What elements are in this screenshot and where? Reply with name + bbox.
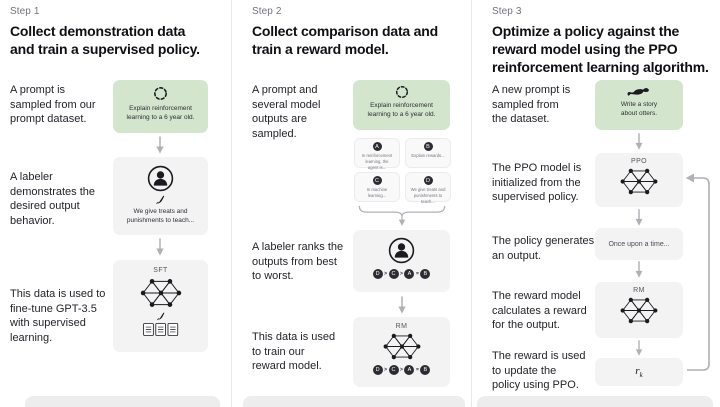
rm-title: RM [395,323,408,330]
step1-labeler-text: A labeler demonstrates the desired outpu… [10,171,95,228]
step2-heading: Collect comparison data and train a rewa… [252,23,438,58]
next-section-card-top [477,396,713,407]
output-letter-badge: D [423,176,433,185]
step2-rank-text: A labeler ranks the outputs from best to… [252,241,344,283]
brace-down-icon [352,205,452,229]
ranking-row: D > C > A = B [372,269,431,279]
sample-icon [153,86,168,101]
step3-reward-text: The reward model calculates a reward for… [492,290,587,332]
output-card-text: We give treats and punishments to teach.… [410,186,446,204]
down-arrow-icon [634,261,644,279]
output-letter-badge: B [423,142,433,151]
rm-title: RM [633,287,645,294]
next-section-card-top [243,396,465,407]
column-divider [231,0,232,407]
step1-sft-card: SFT [113,260,208,352]
step3-output-text: The policy generates an output. [492,235,595,262]
labeler-icon [388,237,415,264]
output-card-b: B Explain rewards... [405,138,451,168]
step1-prompt-text: A prompt is sampled from our prompt data… [10,84,96,126]
step1-labeler-card: We give treats and punishments to teach.… [113,157,208,235]
rank-circle: B [420,365,431,375]
step3-output-card: Once upon a time... [595,228,683,260]
output-card-d: D We give treats and punishments to teac… [405,172,451,204]
step3-output-card-text: Once upon a time... [608,240,670,248]
ranking-row: D > C > A = B [372,365,431,375]
down-arrow-icon [634,133,644,151]
rank-circle: D [372,365,383,375]
step2-train-text: This data is used to train our reward mo… [252,331,336,373]
documents-icon [143,323,179,336]
step3-prompt-text: A new prompt is sampled from the dataset… [492,84,571,126]
neural-net-icon [139,276,183,310]
pen-icon [155,194,166,205]
next-section-card-top [25,396,220,407]
rank-circle: C [388,269,399,279]
step3-reward-value-card: rk [595,358,683,386]
rank-separator: = [415,367,419,373]
step3-ppo-card: PPO [595,153,683,207]
otter-icon [627,86,651,98]
rank-separator: = [415,271,419,277]
output-card-a: A In reinforcement learning, the agent i… [354,138,400,170]
loop-arrow-icon [681,168,715,380]
down-arrow-icon [634,209,644,227]
rank-circle: D [372,269,383,279]
reward-variable: rk [635,364,643,380]
sample-icon [395,85,409,99]
step3-prompt-card: Write a story about otters. [595,80,683,130]
step3-rm-card: RM [595,282,683,338]
rank-separator: > [400,271,403,277]
down-arrow-icon [155,238,165,257]
rank-separator: > [384,271,388,277]
rank-circle: A [404,269,415,279]
step2-prompt-card: Explain reinforcement learning to a 6 ye… [353,80,450,130]
neural-net-icon [619,295,659,326]
neural-net-icon [382,331,422,362]
step1-labeler-card-text: We give treats and punishments to teach.… [126,208,195,225]
output-letter-badge: A [372,142,382,151]
rank-circle: C [388,365,399,375]
step2-rm-card: RM D > C > A = B [353,317,450,387]
step3-label: Step 3 [492,6,522,17]
step3-prompt-card-text: Write a story about otters. [620,101,658,118]
labeler-icon [147,165,174,192]
step1-prompt-card: Explain reinforcement learning to a 6 ye… [113,80,208,133]
rank-circle: B [420,269,431,279]
pen-icon [156,311,166,321]
column-divider [471,0,472,407]
step3-update-text: The reward is used to update the policy … [492,350,586,392]
step2-prompt-text: A prompt and several model outputs are s… [252,84,321,141]
down-arrow-icon [155,136,165,155]
output-card-text: In machine learning... [366,186,388,198]
step1-heading: Collect demonstration data and train a s… [10,23,200,58]
neural-net-icon [619,166,659,197]
rank-separator: > [400,367,403,373]
output-card-text: Explain rewards... [411,152,445,158]
ppo-title: PPO [631,158,647,165]
output-card-text: In reinforcement learning, the agent is.… [361,152,393,170]
step1-label: Step 1 [10,6,40,17]
rank-separator: > [384,367,388,373]
step2-rank-card: D > C > A = B [353,230,450,292]
down-arrow-icon [634,340,644,357]
output-letter-badge: C [372,176,382,185]
step1-prompt-card-text: Explain reinforcement learning to a 6 ye… [126,105,195,122]
step2-prompt-card-text: Explain reinforcement learning to a 6 ye… [367,102,436,119]
step2-label: Step 2 [252,6,282,17]
step1-finetune-text: This data is used to fine-tune GPT-3.5 w… [10,288,106,345]
sft-title: SFT [153,267,168,274]
output-card-c: C In machine learning... [354,172,400,202]
step3-ppo-text: The PPO model is initialized from the su… [492,162,582,204]
rank-circle: A [404,365,415,375]
step3-heading: Optimize a policy against the reward mod… [492,23,709,76]
down-arrow-icon [397,296,407,315]
